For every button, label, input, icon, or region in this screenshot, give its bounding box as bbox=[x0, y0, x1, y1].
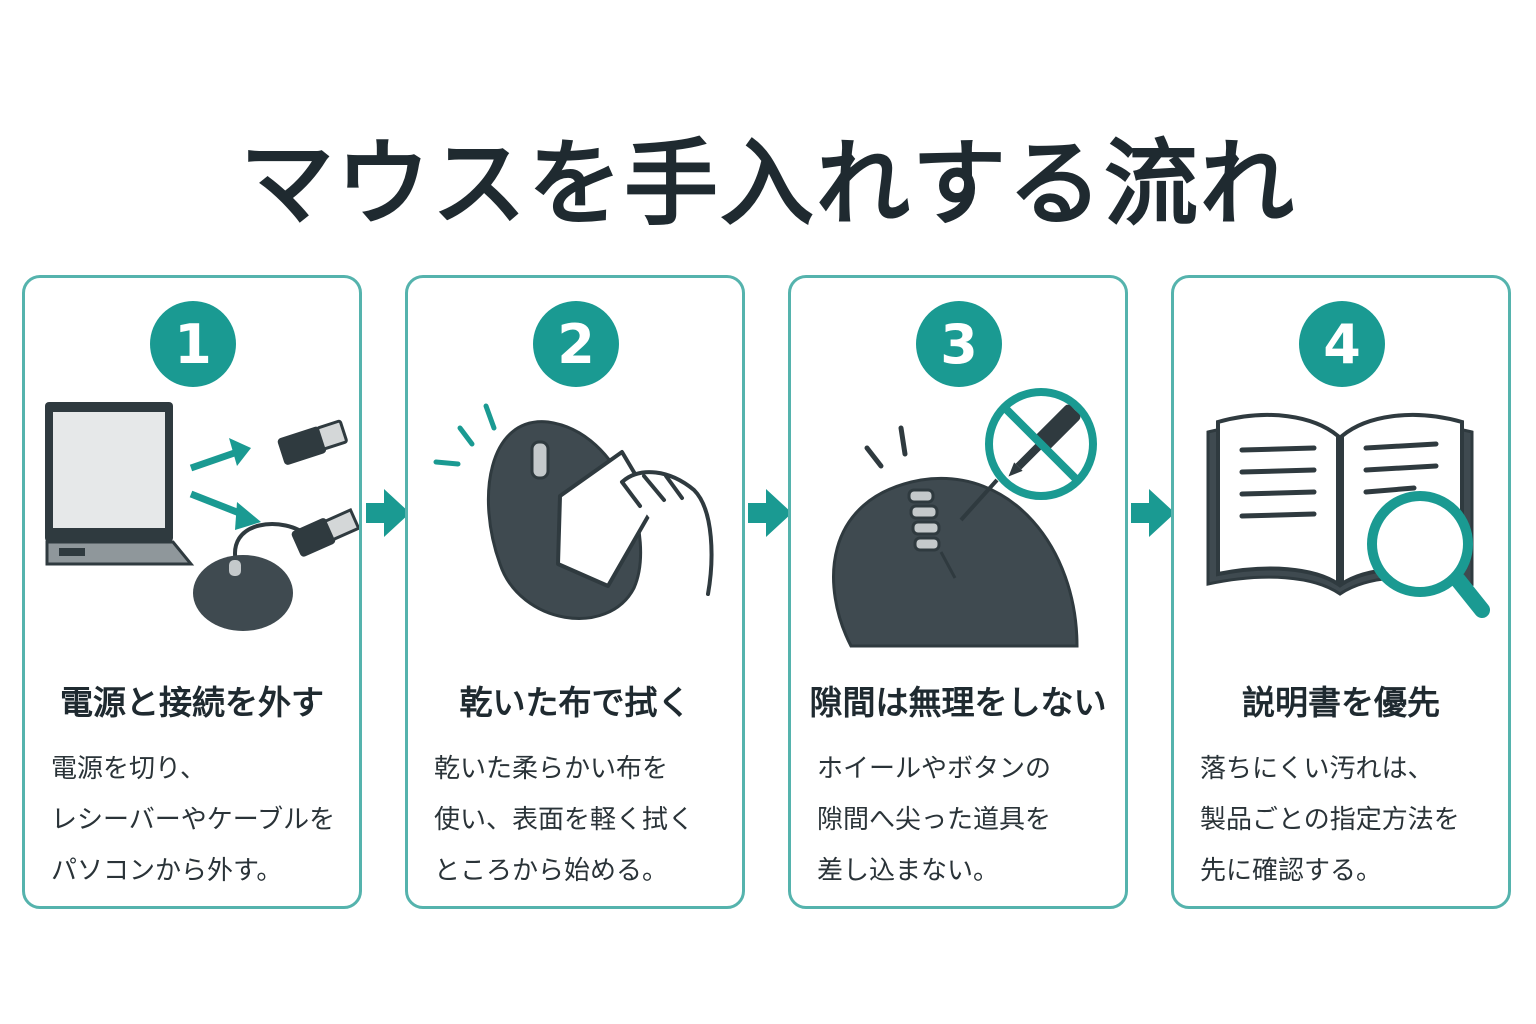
step-description: 電源を切り、 レシーバーやケーブルを パソコンから外す。 bbox=[51, 744, 351, 897]
manual-magnifier-icon bbox=[1174, 388, 1508, 648]
step-description: 落ちにくい汚れは、 製品ごとの指定方法を 先に確認する。 bbox=[1200, 744, 1500, 897]
step-number-badge: 1 bbox=[150, 301, 236, 387]
flow-arrow-icon bbox=[748, 489, 792, 537]
step-card-2: 2 乾いた布で拭く 乾いた柔らかい布を 使い、表面を軽く拭く ところから始める。 bbox=[405, 275, 745, 909]
page-title: マウスを手入れする流れ bbox=[239, 130, 1296, 239]
hand-wiping-mouse-icon bbox=[408, 388, 742, 648]
step-heading: 電源と接続を外す bbox=[60, 683, 324, 722]
description-line: ホイールやボタンの bbox=[817, 754, 1052, 784]
description-line: ところから始める。 bbox=[434, 856, 669, 886]
step-card-4: 4 説明書を優先 落ちにくい汚れは、 製品ごとの指定方法を 先に確認する。 bbox=[1171, 275, 1511, 909]
step-description: ホイールやボタンの 隙間へ尖った道具を 差し込まない。 bbox=[817, 744, 1117, 897]
step-heading: 乾いた布で拭く bbox=[459, 683, 691, 722]
description-line: 落ちにくい汚れは、 bbox=[1200, 754, 1434, 784]
description-line: 製品ごとの指定方法を bbox=[1200, 805, 1460, 835]
description-line: 使い、表面を軽く拭く bbox=[434, 805, 695, 835]
description-line: 乾いた柔らかい布を bbox=[434, 754, 669, 784]
step-number-badge: 4 bbox=[1299, 301, 1385, 387]
step-description: 乾いた柔らかい布を 使い、表面を軽く拭く ところから始める。 bbox=[434, 744, 734, 897]
laptop-usb-mouse-icon bbox=[25, 388, 361, 648]
description-line: パソコンから外す。 bbox=[51, 856, 283, 886]
step-number-badge: 2 bbox=[533, 301, 619, 387]
step-heading: 説明書を優先 bbox=[1242, 683, 1440, 722]
step-number-badge: 3 bbox=[916, 301, 1002, 387]
flow-arrow-icon bbox=[366, 489, 410, 537]
step-heading: 隙間は無理をしない bbox=[809, 683, 1107, 722]
description-line: 電源を切り、 bbox=[51, 754, 206, 784]
no-sharp-tool-icon bbox=[791, 388, 1125, 648]
step-card-1: 1 電源と接続を外す 電源を切り、 レシーバーやケーブルを bbox=[22, 275, 362, 909]
flow-arrow-icon bbox=[1131, 489, 1175, 537]
description-line: レシーバーやケーブルを bbox=[51, 805, 336, 835]
step-card-3: 3 隙間は無理をしない ホイールやボタンの 隙間へ尖った道具を 差し bbox=[788, 275, 1128, 909]
description-line: 先に確認する。 bbox=[1200, 856, 1383, 886]
description-line: 差し込まない。 bbox=[817, 856, 1000, 886]
description-line: 隙間へ尖った道具を bbox=[817, 805, 1052, 835]
